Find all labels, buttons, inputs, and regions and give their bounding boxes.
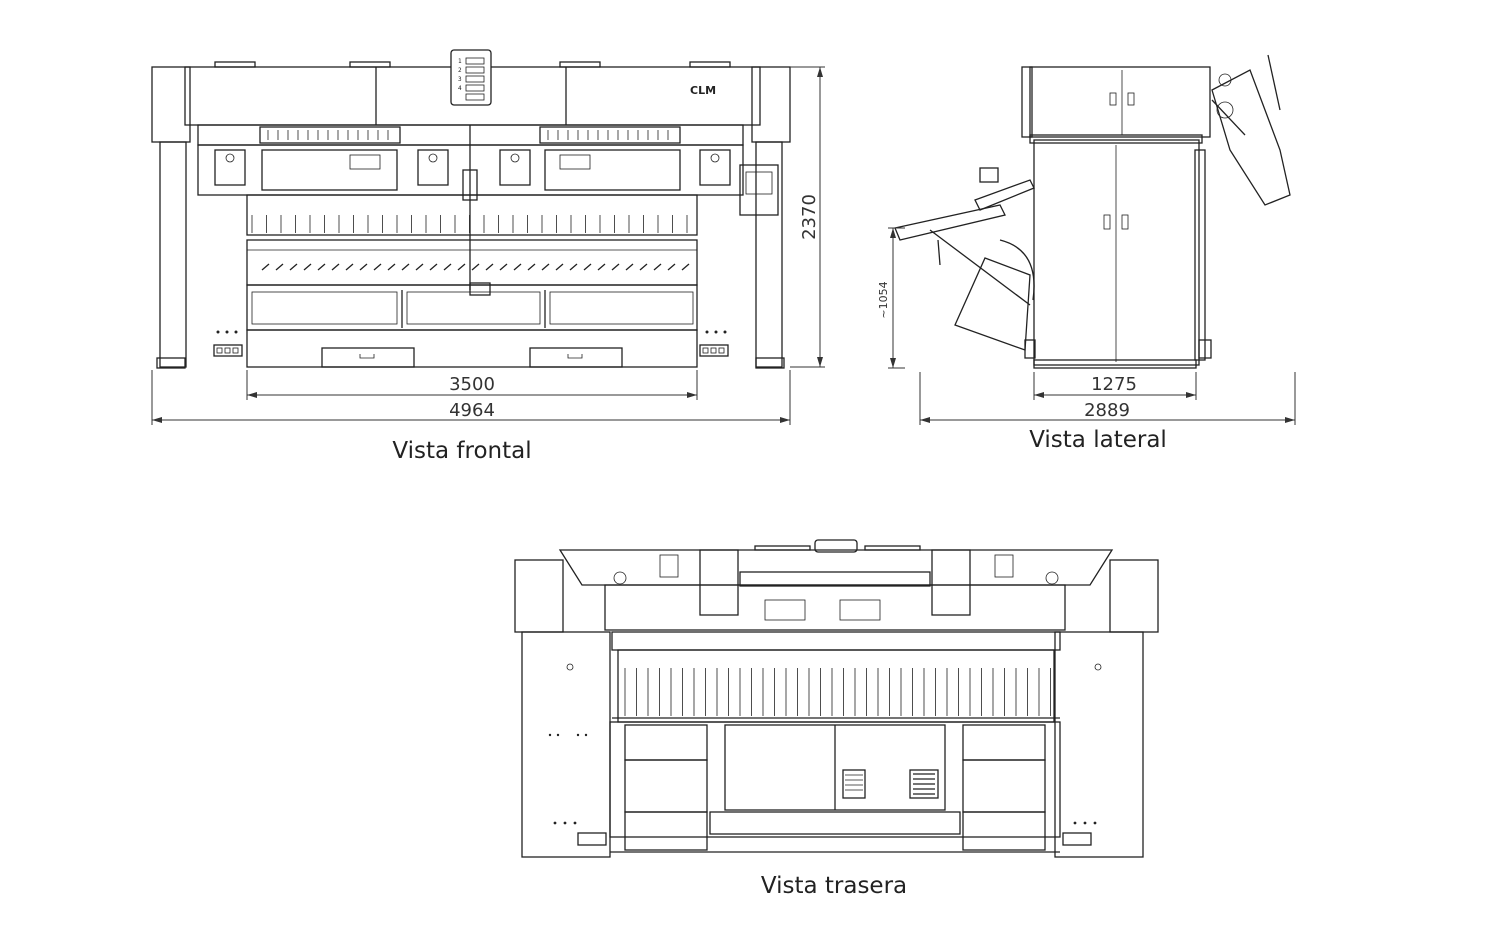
vent-left — [842, 769, 866, 799]
front-roller-dashes — [261, 263, 690, 271]
roller-dash — [569, 263, 578, 271]
control-panel-keys: 1 2 3 4 — [458, 57, 485, 101]
roller-dash — [429, 263, 438, 271]
front-comb-fingers — [251, 215, 688, 233]
roller-dash — [331, 263, 340, 271]
feet-dots-left — [213, 330, 243, 357]
rear-view: Vista trasera — [514, 539, 1159, 899]
roller-dash — [359, 263, 368, 271]
roller-dash — [443, 263, 452, 271]
dim-side-inner-depth: 1275 — [1091, 374, 1137, 395]
rear-comb-fingers — [624, 668, 1051, 716]
side-view: ~1054 1275 2889 Vista lateral — [877, 54, 1296, 453]
roller-dash — [345, 263, 354, 271]
side-dimension-lines — [888, 227, 1296, 425]
roller-dash — [541, 263, 550, 271]
roller-dash — [597, 263, 606, 271]
roller-dash — [527, 263, 536, 271]
roller-dash — [555, 263, 564, 271]
dim-side-table-height: ~1054 — [877, 281, 890, 318]
roller-dash — [373, 263, 382, 271]
feet-dots-right — [699, 330, 729, 357]
caption-side-view: Vista lateral — [1029, 427, 1167, 453]
panel-key-1: 1 — [458, 58, 462, 65]
roller-dash — [289, 263, 298, 271]
roller-dash — [317, 263, 326, 271]
roller-dash — [457, 263, 466, 271]
dim-front-inner-width: 3500 — [449, 374, 495, 395]
roller-dash — [625, 263, 634, 271]
roller-dash — [499, 263, 508, 271]
dim-front-height: 2370 — [799, 194, 820, 240]
roller-dash — [401, 263, 410, 271]
dim-side-total-depth: 2889 — [1084, 400, 1130, 421]
roller-dash — [275, 263, 284, 271]
brand-logo: CLM — [690, 84, 716, 97]
front-dimension-lines — [151, 66, 825, 425]
roller-dash — [387, 263, 396, 271]
dim-front-total-width: 4964 — [449, 400, 495, 421]
caption-rear-view: Vista trasera — [761, 873, 907, 899]
roller-dash — [303, 263, 312, 271]
roller-dash — [471, 263, 480, 271]
roller-dash — [261, 263, 270, 271]
front-top-ticks — [267, 130, 669, 140]
roller-dash — [653, 263, 662, 271]
roller-dash — [513, 263, 522, 271]
vent-right — [909, 769, 939, 799]
front-view: 1 2 3 4 CLM — [151, 49, 825, 464]
panel-key-4: 4 — [458, 85, 462, 92]
roller-dash — [639, 263, 648, 271]
panel-key-3: 3 — [458, 76, 462, 83]
caption-front-view: Vista frontal — [392, 438, 531, 464]
rear-dots — [548, 663, 1102, 825]
roller-dash — [667, 263, 676, 271]
panel-key-2: 2 — [458, 67, 462, 74]
roller-dash — [415, 263, 424, 271]
roller-dash — [485, 263, 494, 271]
roller-dash — [611, 263, 620, 271]
roller-dash — [583, 263, 592, 271]
roller-dash — [681, 263, 690, 271]
